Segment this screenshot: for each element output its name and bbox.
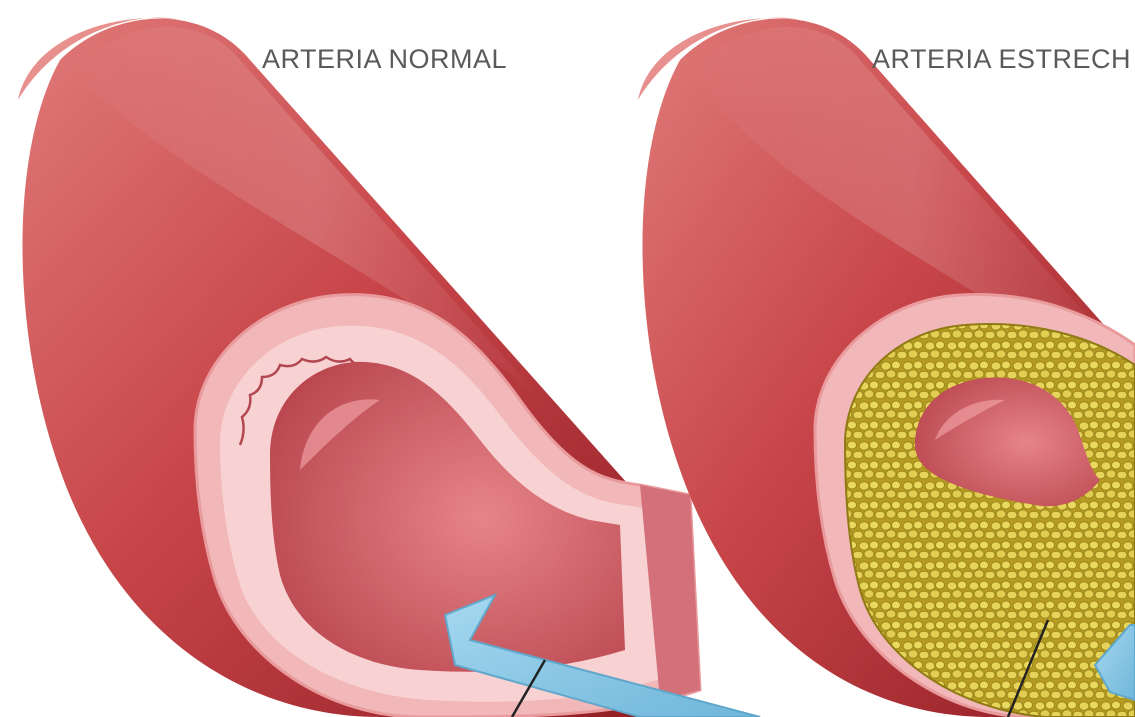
narrowed-artery [638, 18, 1135, 717]
normal-artery-label: ARTERIA NORMAL [262, 44, 507, 75]
normal-artery [18, 18, 760, 717]
narrowed-artery-label: ARTERIA ESTRECH [872, 44, 1131, 75]
